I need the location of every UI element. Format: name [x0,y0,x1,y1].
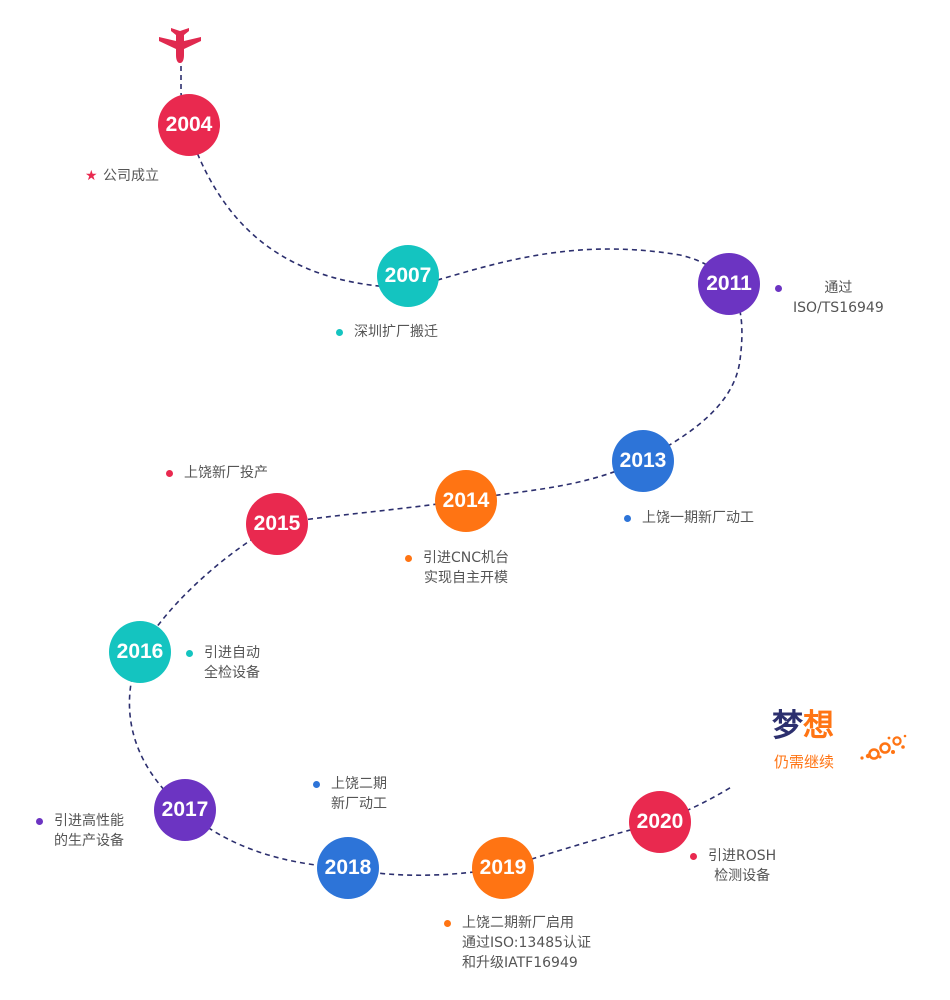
bubbles-decoration [860,734,907,760]
note-line: 上饶二期 [331,776,387,792]
milestone-note-2011: 通过 ISO/TS16949 [775,278,884,318]
year-node-2007: 2007 [377,245,439,307]
note-line: 检测设备 [714,868,771,884]
bullet-dot-icon [336,329,343,336]
year-label: 2011 [706,272,752,295]
year-node-2016: 2016 [109,621,171,683]
year-node-2013: 2013 [612,430,674,492]
milestone-note-2015: 上饶新厂投产 [166,463,268,483]
note-line: 和升级IATF16949 [462,955,578,971]
year-label: 2020 [636,810,684,833]
note-line: 通过 [824,280,853,296]
note-line: 全检设备 [204,665,260,681]
note-line: 的生产设备 [54,833,124,849]
milestone-note-2014: 引进CNC机台实现自主开模 [405,548,509,588]
note-line: 深圳扩厂搬迁 [354,324,438,340]
note-line: 上饶一期新厂动工 [642,510,754,526]
note-line: 上饶新厂投产 [184,465,268,481]
year-label: 2017 [161,798,209,821]
milestone-note-2019: 上饶二期新厂启用通过ISO:13485认证和升级IATF16949 [444,913,591,973]
bullet-dot-icon [166,470,173,477]
year-label: 2014 [442,489,490,512]
milestone-note-2007: 深圳扩厂搬迁 [336,322,438,342]
year-label: 2015 [253,512,301,535]
note-line: 新厂动工 [331,796,387,812]
year-label: 2004 [165,113,213,136]
year-label: 2019 [479,856,527,879]
milestone-note-2018: 上饶二期新厂动工 [313,774,387,814]
milestone-note-2020: 引进ROSH 检测设备 [690,846,776,886]
note-line: 实现自主开模 [424,570,509,586]
bullet-dot-icon [444,920,451,927]
note-line: 引进ROSH [708,848,777,864]
bullet-dot-icon [690,853,697,860]
note-line: 引进自动 [204,645,260,661]
dream-title: 梦想 [772,706,834,746]
milestone-note-2013: 上饶一期新厂动工 [624,508,754,528]
year-label: 2007 [384,264,432,287]
bullet-dot-icon [186,650,193,657]
dream-char-2: 想 [803,708,834,744]
dream-char-1: 梦 [772,708,803,744]
note-line: ISO/TS16949 [793,300,884,316]
bullet-dot-icon [775,285,782,292]
year-node-2015: 2015 [246,493,308,555]
year-node-2018: 2018 [317,837,379,899]
year-node-2020: 2020 [629,791,691,853]
year-node-2014: 2014 [435,470,497,532]
milestone-note-2017: 引进高性能的生产设备 [36,811,124,851]
bullet-dot-icon [624,515,631,522]
note-line: 引进高性能 [54,813,124,829]
year-node-2004: 2004 [158,94,220,156]
note-line: 公司成立 [103,168,159,184]
milestone-note-2004: ★ 公司成立 [85,166,159,186]
year-label: 2013 [619,449,667,472]
year-label: 2016 [116,640,164,663]
milestone-note-2016: 引进自动全检设备 [186,643,260,683]
year-node-2019: 2019 [472,837,534,899]
airplane-icon [159,28,201,63]
bullet-dot-icon [405,555,412,562]
note-line: 通过ISO:13485认证 [462,935,592,951]
note-line: 上饶二期新厂启用 [462,915,574,931]
note-line: 引进CNC机台 [423,550,510,566]
timeline-dashed-path [128,66,743,877]
bullet-dot-icon [313,781,320,788]
year-node-2017: 2017 [154,779,216,841]
dream-subtitle: 仍需继续 [774,753,835,771]
year-node-2011: 2011 [698,253,760,315]
year-label: 2018 [324,856,372,879]
star-icon: ★ [85,168,98,184]
bullet-dot-icon [36,818,43,825]
